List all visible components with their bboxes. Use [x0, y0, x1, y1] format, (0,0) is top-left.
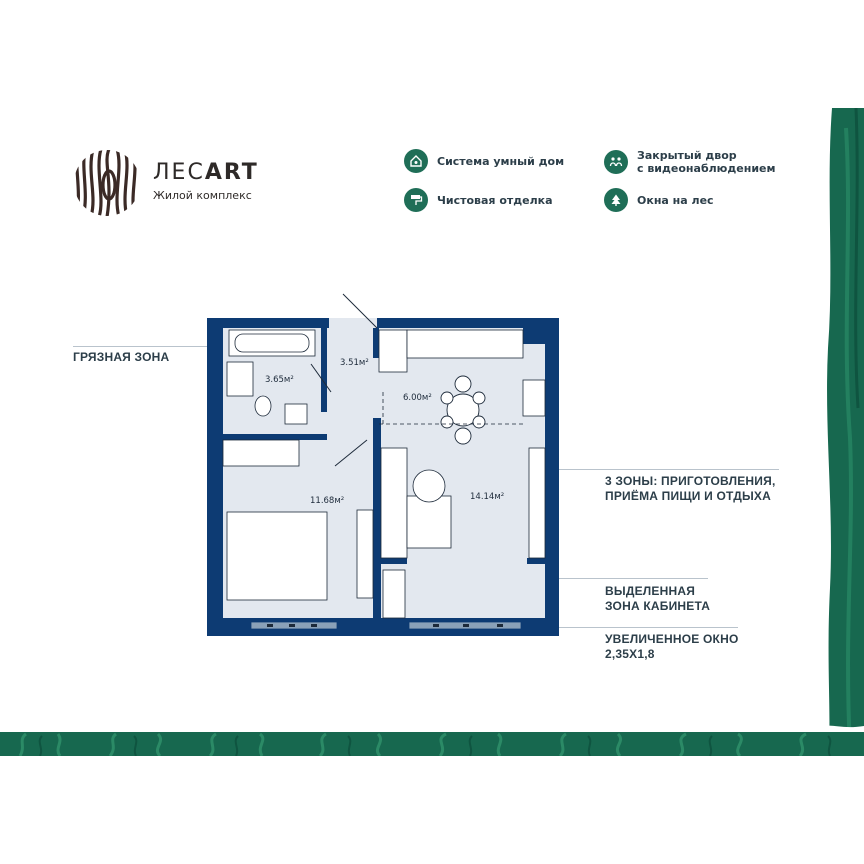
- leader-line-zones: [478, 469, 779, 470]
- annotation-cabinet-line1: ВЫДЕЛЕННАЯ: [605, 584, 696, 598]
- annotation-dirty-zone: ГРЯЗНАЯ ЗОНА: [73, 350, 170, 364]
- annotation-window: УВЕЛИЧЕННОЕ ОКНО 2,35Х1,8: [605, 632, 738, 662]
- brand-subtitle: Жилой комплекс: [153, 189, 252, 202]
- room-area-kitchen: 6.00м²: [403, 393, 432, 403]
- annotation-zones: 3 ЗОНЫ: ПРИГОТОВЛЕНИЯ, ПРИЁМА ПИЩИ И ОТД…: [605, 474, 775, 504]
- feature-label: Окна на лес: [637, 193, 714, 207]
- feature-forest-windows: Окна на лес: [604, 188, 714, 212]
- floor-plan: [207, 293, 559, 636]
- annotation-window-line2: 2,35Х1,8: [605, 647, 655, 661]
- feature-finishing: Чистовая отделка: [404, 188, 553, 212]
- tree-ring-logo-icon: [74, 150, 140, 216]
- brand-title: ЛЕСART: [153, 160, 259, 185]
- brand-title-part2: ART: [204, 160, 259, 185]
- promo-card: [0, 108, 864, 756]
- leader-line-window: [520, 627, 738, 628]
- security-camera-icon: [604, 150, 628, 174]
- wood-stripe-bottom: [0, 725, 864, 756]
- room-area-bedroom: 11.68м²: [310, 496, 345, 506]
- room-area-living: 14.14м²: [470, 492, 505, 502]
- annotation-cabinet: ВЫДЕЛЕННАЯ ЗОНА КАБИНЕТА: [605, 584, 710, 614]
- feature-label-line2: с видеонаблюдением: [637, 162, 776, 175]
- annotation-window-line1: УВЕЛИЧЕННОЕ ОКНО: [605, 632, 739, 646]
- room-area-hall: 3.51м²: [340, 358, 369, 368]
- forest-window-icon: [604, 188, 628, 212]
- annotation-cabinet-line2: ЗОНА КАБИНЕТА: [605, 599, 711, 613]
- leader-line-dirty-zone: [73, 346, 263, 347]
- smart-home-icon: [404, 149, 428, 173]
- feature-label: Закрытый двор с видеонаблюдением: [637, 149, 775, 175]
- brand-title-part1: ЛЕС: [153, 160, 205, 185]
- wood-stripe-right: [824, 108, 864, 756]
- annotation-zones-line1: 3 ЗОНЫ: ПРИГОТОВЛЕНИЯ,: [605, 474, 776, 488]
- feature-secure-yard: Закрытый двор с видеонаблюдением: [604, 149, 775, 175]
- annotation-zones-line2: ПРИЁМА ПИЩИ И ОТДЫХА: [605, 489, 772, 503]
- feature-label: Система умный дом: [437, 154, 565, 168]
- feature-label-line1: Закрытый двор: [637, 149, 737, 162]
- feature-smart-home: Система умный дом: [404, 149, 564, 173]
- paint-roller-icon: [404, 188, 428, 212]
- room-area-bathroom: 3.65м²: [265, 375, 294, 385]
- feature-label: Чистовая отделка: [437, 193, 553, 207]
